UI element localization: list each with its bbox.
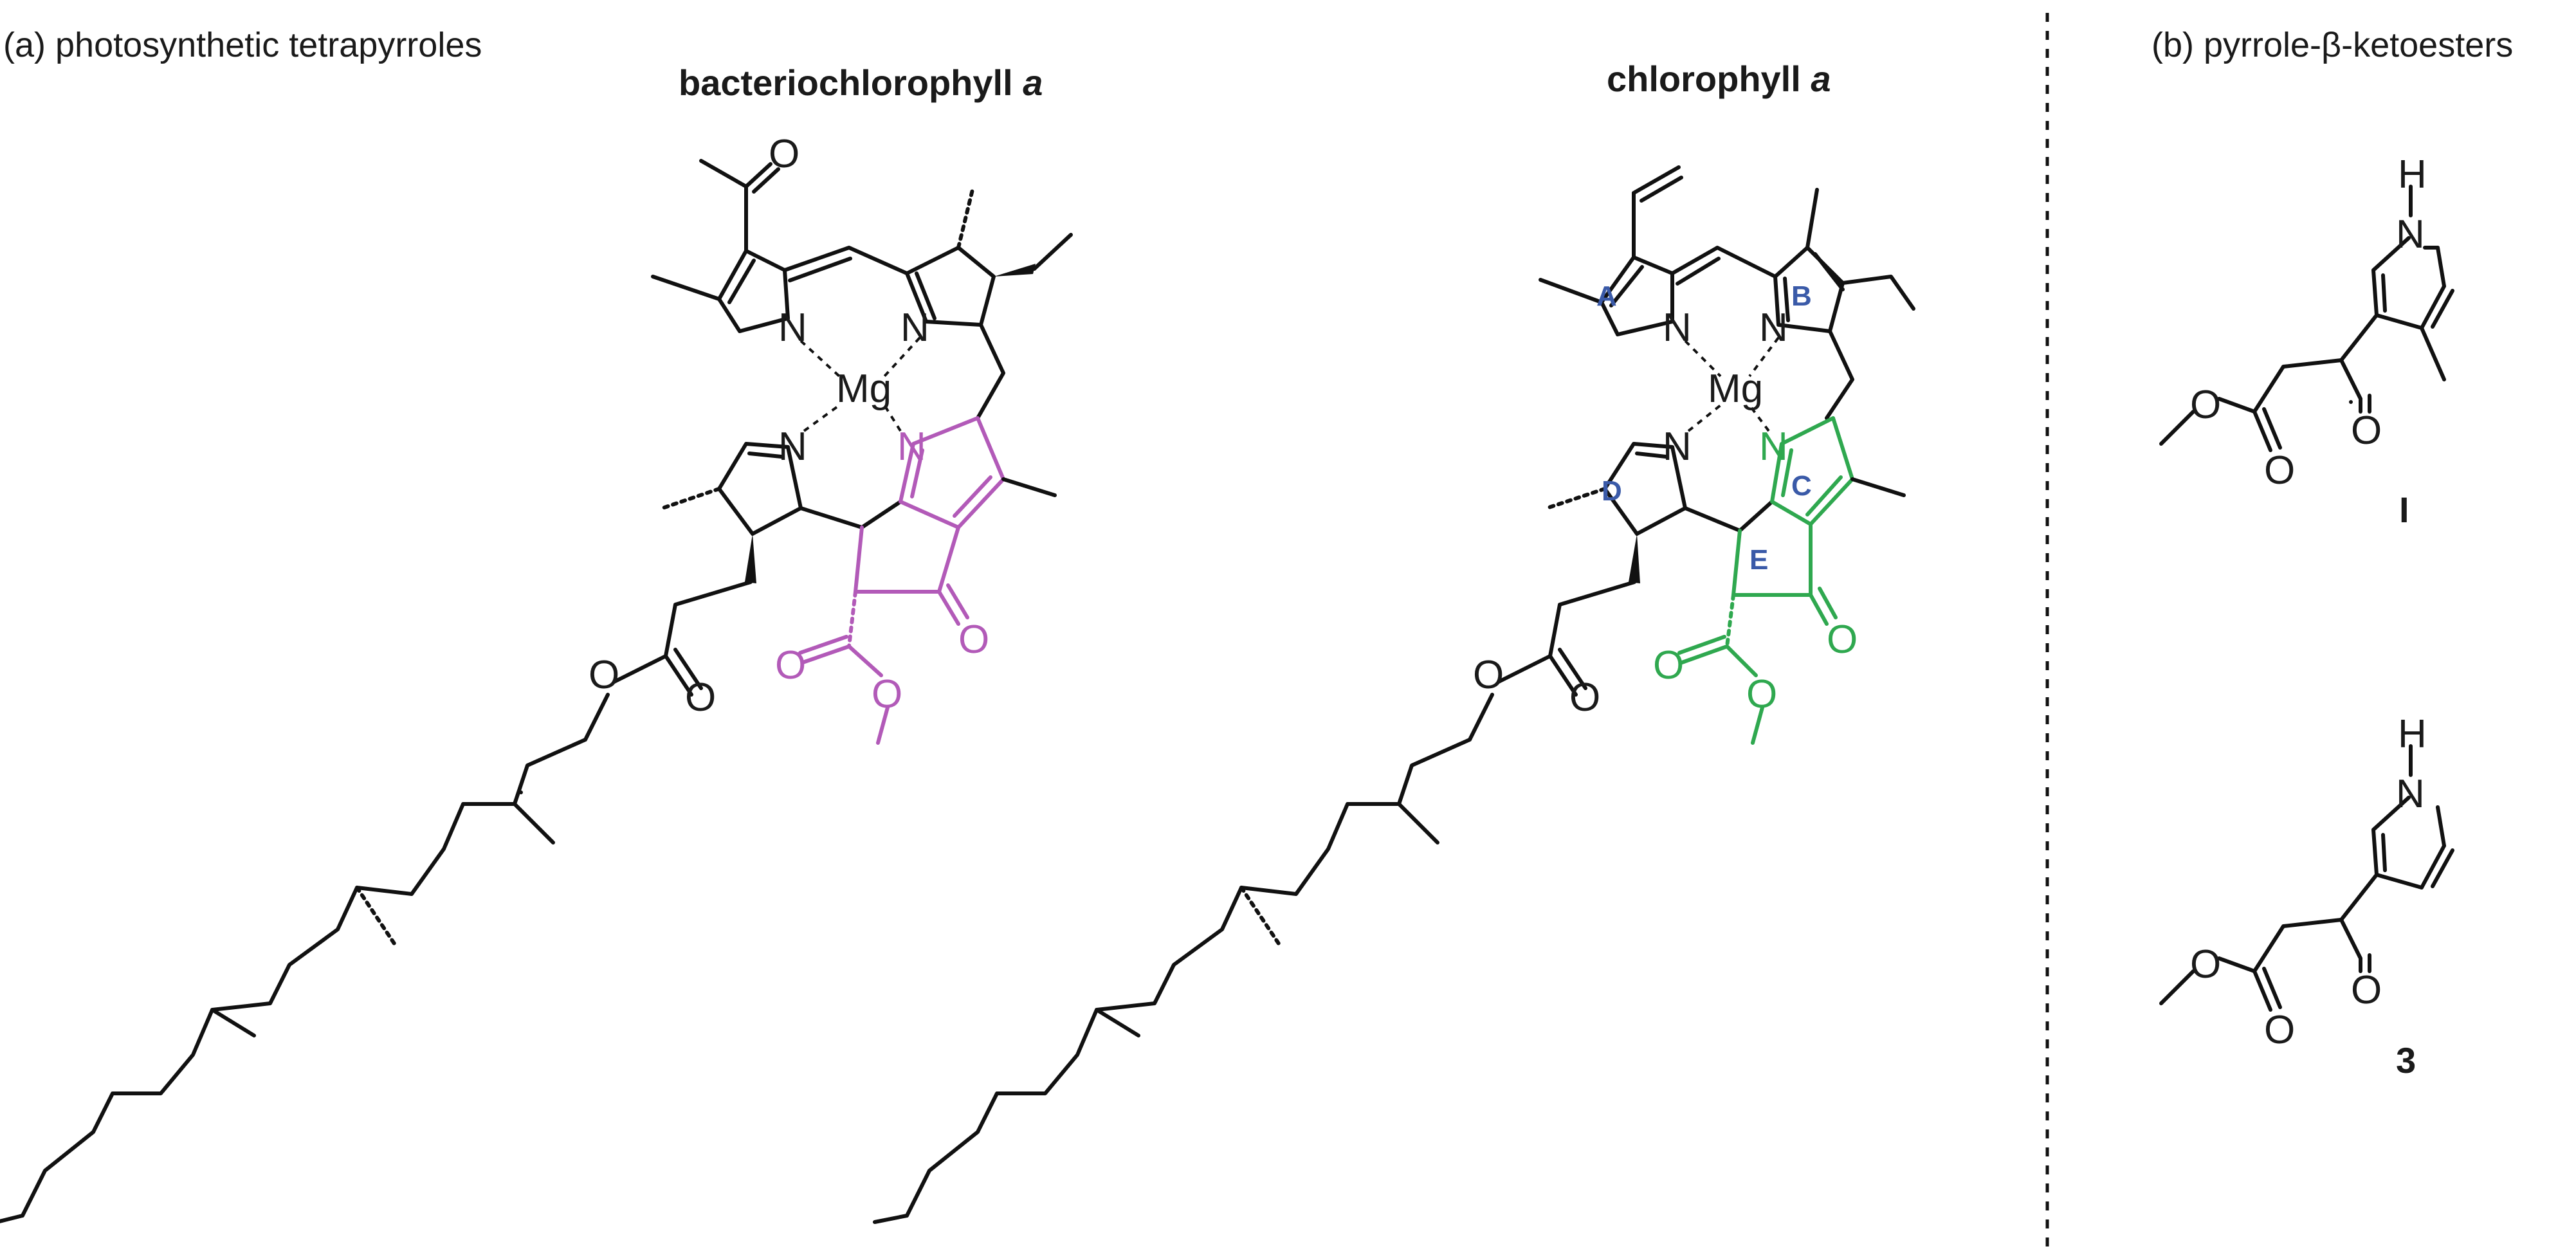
bchl-o-ester-single: O [589,653,619,697]
cmpd-3-n: N [2396,772,2425,816]
bchl-o-ester-double: O [685,675,716,720]
cmpd-i-h: H [2398,152,2427,197]
chl-n-b: N [1759,306,1788,350]
cmpd-i-o-keto: O [2351,408,2382,453]
ring-label-d: D [1602,475,1622,507]
bchl-n-b: N [900,306,929,350]
chl-n-d: N [1663,425,1692,469]
bchl-n-d: N [778,425,807,469]
chl-o-ester-double: O [1569,675,1600,720]
chl-o-ester-single: O [1473,653,1504,697]
cmpd-3-h: H [2398,712,2427,756]
ring-label-c: C [1791,470,1812,502]
ring-label-a: A [1596,280,1617,312]
cmpd-3-o-methoxy: O [2190,942,2221,987]
bchl-mg: Mg [836,367,891,411]
cmpd-i-o-methoxy: O [2190,383,2221,427]
chl-o-carbonyl: O [1653,643,1684,688]
ring-label-e: E [1749,544,1768,576]
compound-3-structure [2159,744,2454,1012]
compound-label-3: 3 [2396,1040,2416,1081]
compound-label-i: I [2399,489,2409,530]
chl-n-a: N [1663,306,1692,350]
ring-label-b: B [1791,280,1812,312]
chl-n-c: N [1759,425,1788,469]
bacteriochlorophyll-a-structure [0,159,1073,1223]
chl-title: chlorophyll a [1607,59,1831,99]
bchl-n-c: N [897,425,926,469]
bchl-o-carbonyl: O [775,643,806,688]
bchl-o-keto: O [958,617,989,662]
cmpd-3-o-keto: O [2351,968,2382,1012]
chl-o-methoxy: O [1746,672,1777,717]
bchl-n-a: N [778,306,807,350]
bchl-title: bacteriochlorophyll a [679,62,1043,103]
panel-b-label: (b) pyrrole-β-ketoesters [2151,26,2513,64]
cmpd-i-n: N [2396,212,2425,257]
chl-mg: Mg [1708,367,1763,411]
panel-a-label: (a) photosynthetic tetrapyrroles [3,26,482,64]
cmpd-i-o-ester: O [2264,448,2295,493]
compound-i-structure [2159,185,2454,452]
chlorophyll-a-structure [873,165,1915,1224]
chl-o-keto: O [1827,617,1858,662]
bchl-o-methoxy: O [872,672,902,717]
bchl-o-acetyl: O [769,132,799,176]
cmpd-3-o-ester: O [2264,1008,2295,1052]
